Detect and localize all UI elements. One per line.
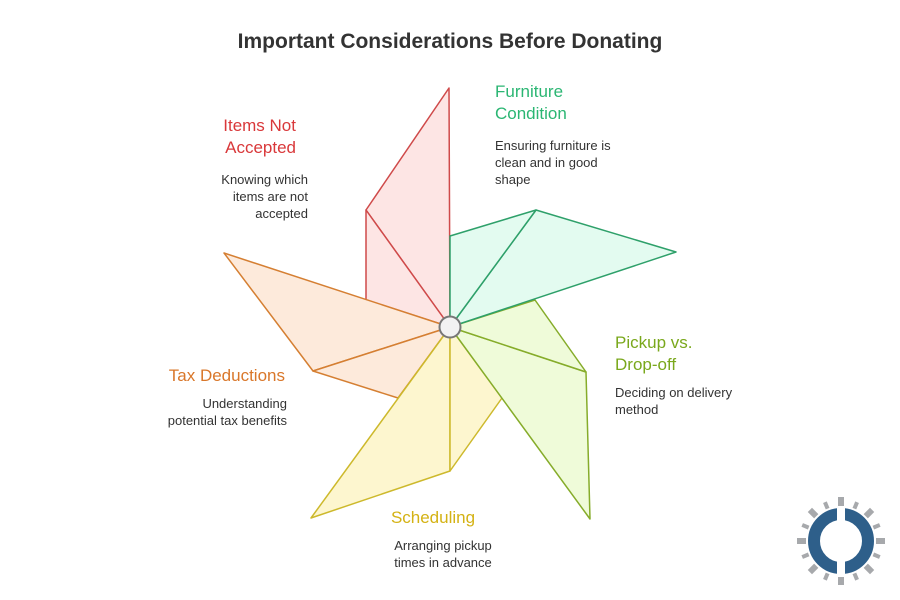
page-title: Important Considerations Before Donating [237,30,663,53]
pickup-dropoff-heading: Pickup vs.Drop-off [615,333,693,374]
blade-pickup-dropoff [449,299,591,520]
blade-items-not-accepted [365,87,451,328]
gear-circle-logo-icon [795,495,887,587]
center-hub [438,315,462,339]
scheduling-heading: Scheduling [390,508,476,527]
blade-furniture-condition [449,209,677,328]
blade-scheduling [310,326,503,519]
tax-deductions-heading: Tax Deductions [168,366,285,385]
